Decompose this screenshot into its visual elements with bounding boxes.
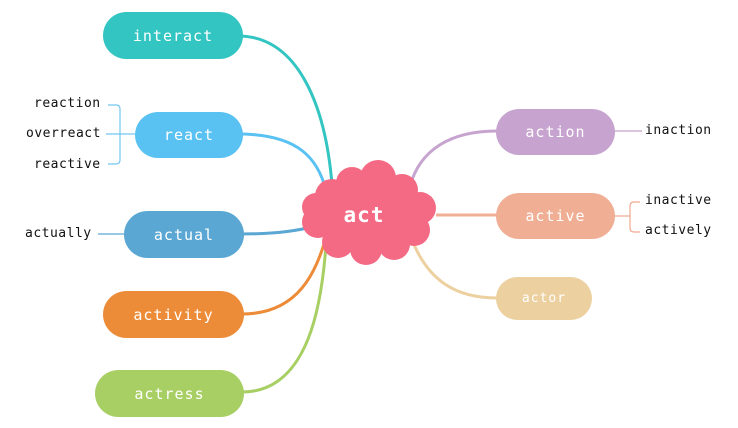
node-actual[interactable]: actual — [124, 211, 244, 258]
node-actor[interactable]: actor — [496, 277, 592, 320]
leaf-inaction[interactable]: inaction — [645, 123, 712, 138]
leaf-inactive[interactable]: inactive — [645, 193, 712, 208]
connector-actress — [241, 244, 328, 394]
leaf-actually[interactable]: actually — [25, 226, 92, 241]
connector-action — [408, 129, 498, 187]
leaf-overreact[interactable]: overreact — [26, 126, 101, 141]
node-activity[interactable]: activity — [103, 291, 244, 338]
connector-react — [237, 132, 328, 191]
node-active[interactable]: active — [496, 193, 615, 239]
leaf-reaction[interactable]: reaction — [34, 96, 101, 111]
leaf-reactive[interactable]: reactive — [34, 157, 101, 172]
node-actress[interactable]: actress — [95, 370, 244, 417]
center-topic[interactable]: act — [343, 203, 385, 227]
connector-activity — [241, 237, 328, 316]
active-bracket — [629, 201, 640, 233]
center-cloud — [302, 160, 436, 265]
node-react[interactable]: react — [135, 112, 243, 158]
connector-interact — [237, 34, 334, 186]
node-interact[interactable]: interact — [103, 12, 243, 59]
node-action[interactable]: action — [496, 109, 615, 155]
connector-actor — [410, 239, 498, 300]
leaf-actively[interactable]: actively — [645, 223, 712, 238]
